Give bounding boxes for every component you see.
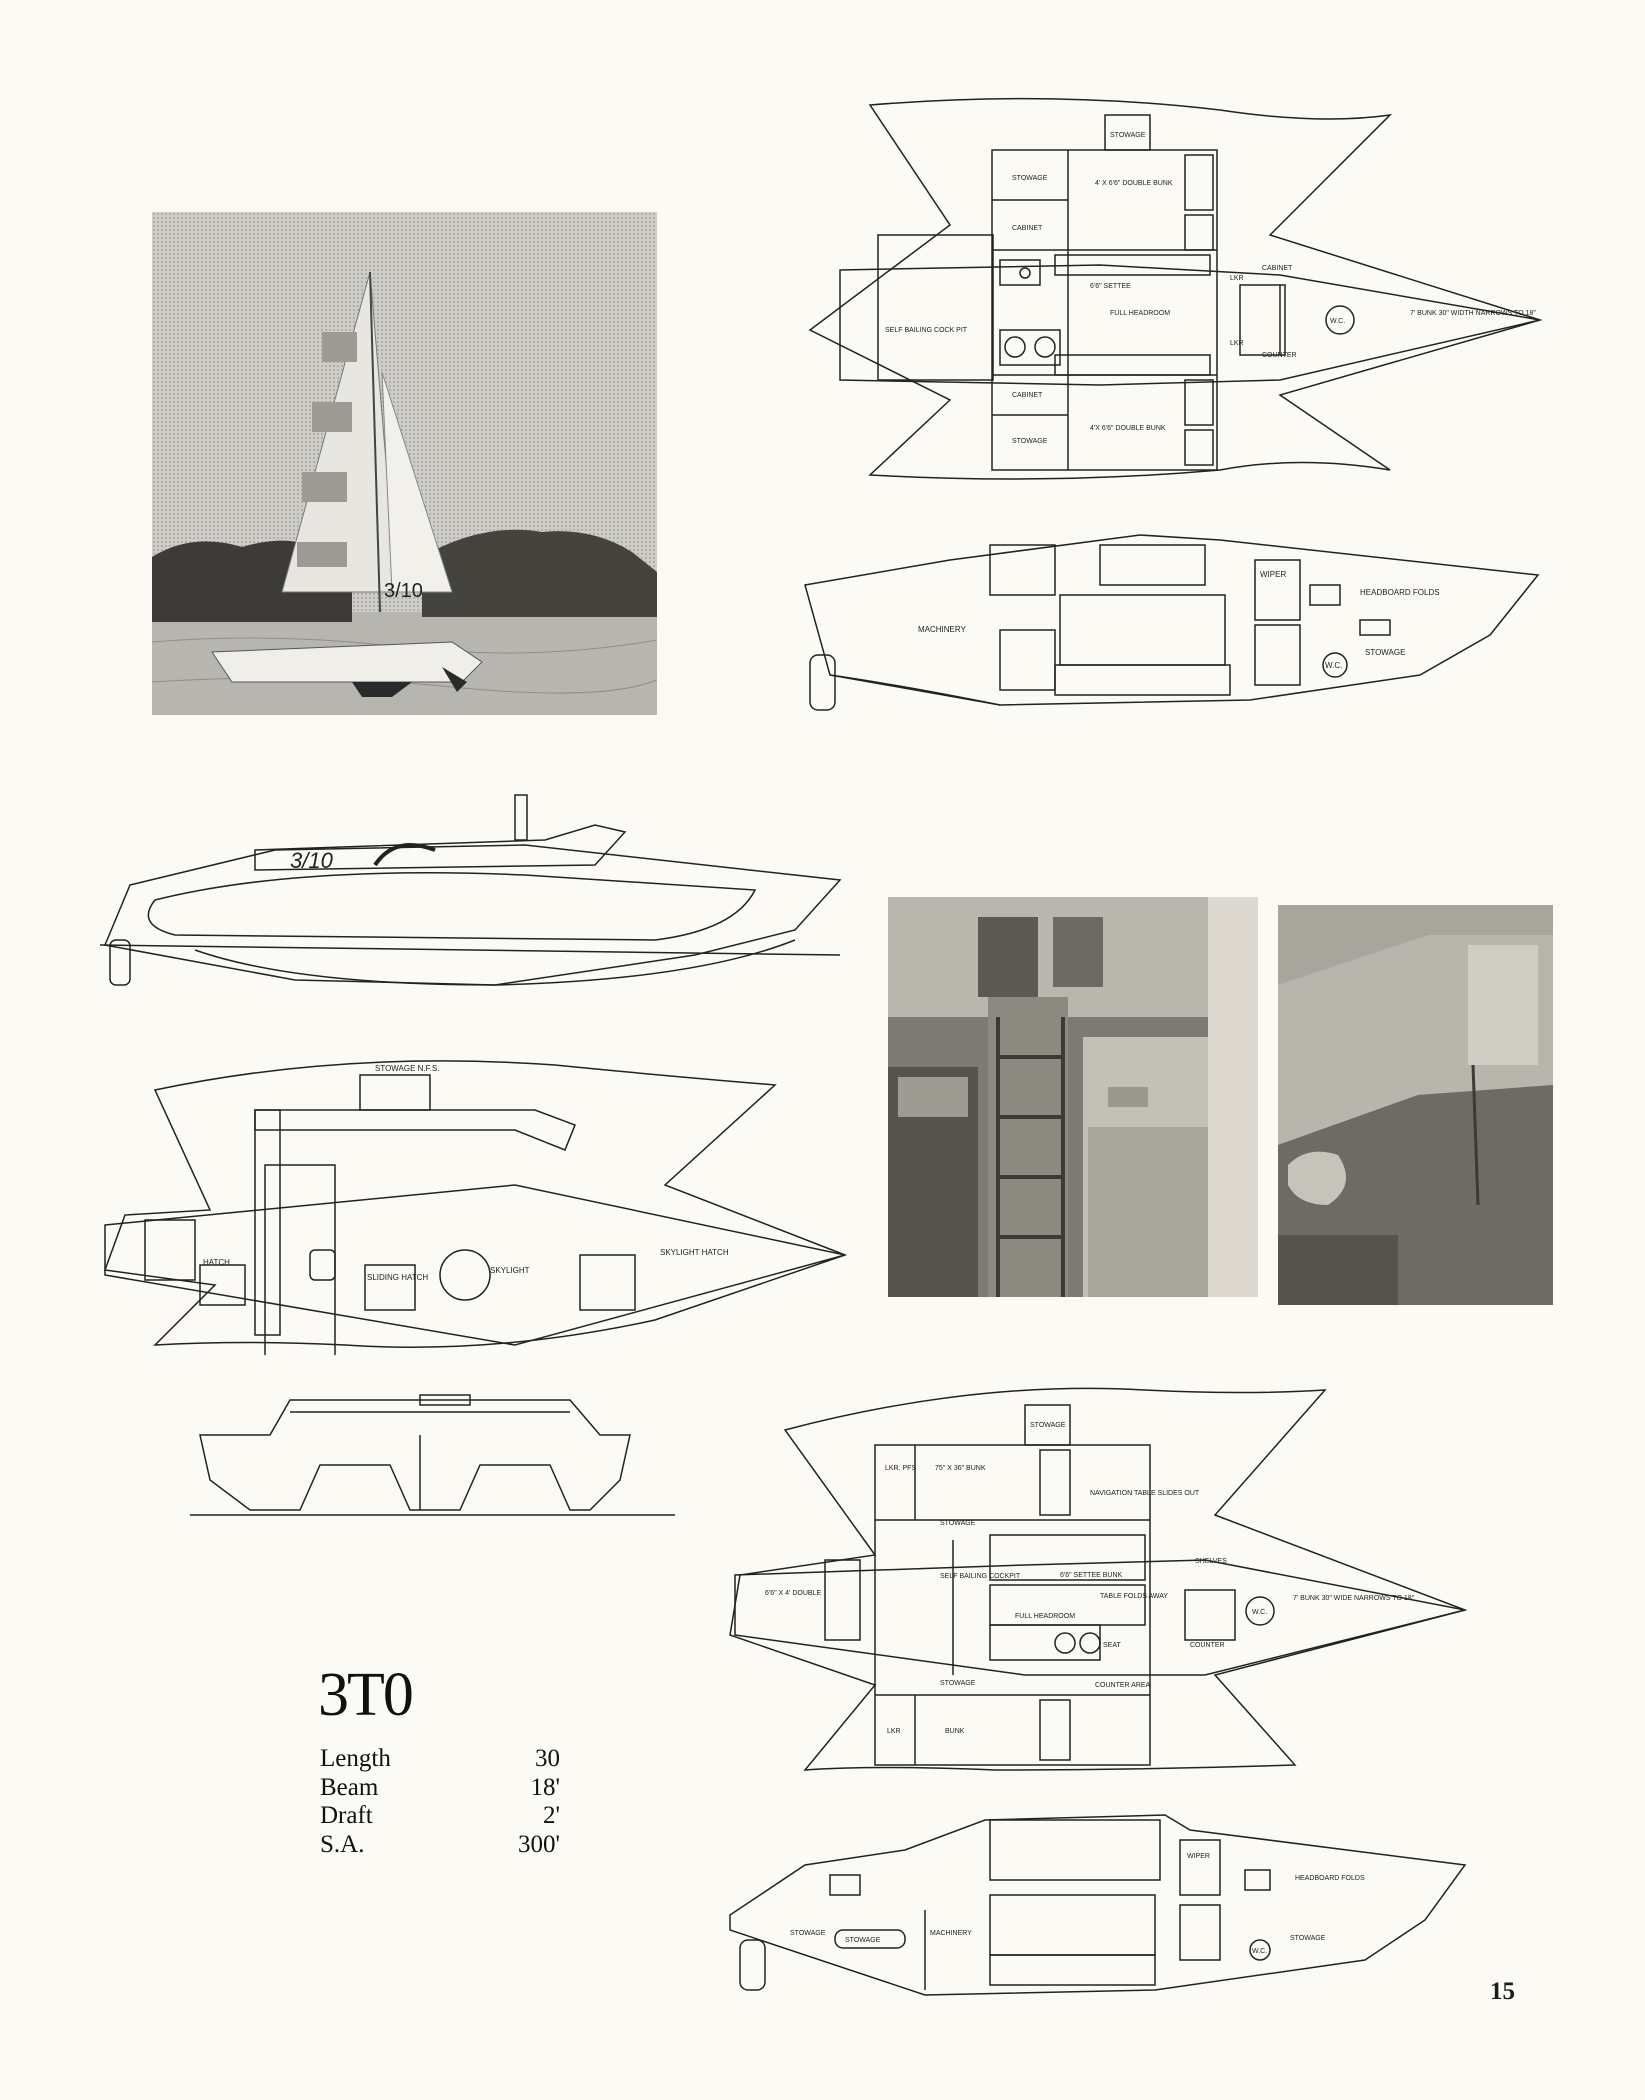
- spec-label: Length: [320, 1745, 391, 1772]
- accommodation-plan-top: STOWAGE STOWAGE 4' X 6'6" DOUBLE BUNK CA…: [808, 97, 1543, 480]
- page-number: 15: [1490, 1978, 1515, 2005]
- hull-mark: 3/10: [290, 848, 334, 873]
- deck-label-skylight-hatch: SKYLIGHT HATCH: [660, 1248, 729, 1257]
- plan-label-wc: W.C.: [1330, 318, 1345, 325]
- plan-label-settee: 6'6" SETTEE: [1090, 283, 1131, 290]
- inboard-profile-top: MACHINERY WIPER HEADBOARD FOLDS STOWAGE …: [804, 534, 1540, 711]
- plan-label-cabinet-bow: CABINET: [1262, 265, 1293, 272]
- model-logo: 3T0: [318, 1661, 414, 1729]
- spec-value: 30: [535, 1745, 560, 1772]
- plan-label-double-bunk-port: 4'X 6'6" DOUBLE BUNK: [1090, 425, 1166, 432]
- spec-value: 2': [542, 1802, 560, 1829]
- plan-label-self-bailing-cockpit: SELF BAILING COCK PIT: [885, 327, 968, 334]
- deck-plan: STOWAGE N.F.S. HATCH SLIDING HATCH SKYLI…: [103, 1060, 848, 1355]
- plan2-label-self-bailing-cockpit: SELF BAILING COCKPIT: [940, 1573, 1021, 1580]
- spec-label: Beam: [320, 1773, 379, 1801]
- spec-value: 300': [517, 1830, 560, 1858]
- deck-label-sliding-hatch: SLIDING HATCH: [367, 1273, 428, 1282]
- plan-label-lkr-upper: LKR: [1230, 275, 1244, 282]
- specifications-table: Length 30 Beam 18' Draft 2' S.A. 300': [320, 1745, 560, 1859]
- plan2-label-lkr-pfs: LKR. PFS: [885, 1465, 916, 1472]
- profile2-label-wc: W.C.: [1252, 1948, 1267, 1955]
- spec-row-beam: Beam 18': [320, 1774, 560, 1803]
- plan2-label-stowage-top: STOWAGE: [1030, 1422, 1066, 1429]
- plan2-label-bow-bunk: 7' BUNK 30" WIDE NARROWS TO 18": [1293, 1595, 1415, 1602]
- plan2-label-wc: W.C.: [1252, 1609, 1267, 1616]
- plan2-label-shelves: SHELVES: [1195, 1558, 1227, 1565]
- plan2-label-counter-area: COUNTER AREA: [1095, 1682, 1151, 1689]
- profile-label-stowage: STOWAGE: [1365, 648, 1405, 657]
- profile2-label-wiper: WIPER: [1187, 1853, 1210, 1860]
- profile2-label-stowage-fwd: STOWAGE: [1290, 1935, 1326, 1942]
- plan2-label-full-headroom: FULL HEADROOM: [1015, 1613, 1075, 1620]
- plan2-label-navigation-table: NAVIGATION TABLE SLIDES OUT: [1090, 1490, 1200, 1497]
- profile-label-wiper: WIPER: [1260, 570, 1286, 579]
- profile2-label-headboard-folds: HEADBOARD FOLDS: [1295, 1875, 1365, 1882]
- deck-label-hatch: HATCH: [203, 1258, 230, 1267]
- profile-label-wc: W.C.: [1325, 661, 1342, 670]
- plan2-label-table-folds: TABLE FOLDS AWAY: [1100, 1593, 1168, 1600]
- plan-label-stowage-port: STOWAGE: [1012, 438, 1048, 445]
- interior-photo-settee: [1278, 905, 1553, 1305]
- midship-section: [190, 1394, 675, 1516]
- spec-value: 18': [530, 1773, 560, 1801]
- plan2-label-lkr: LKR: [887, 1728, 901, 1735]
- spec-row-length: Length 30: [320, 1745, 560, 1774]
- plan2-label-stowage-low: STOWAGE: [940, 1680, 976, 1687]
- profile-label-headboard-folds: HEADBOARD FOLDS: [1360, 588, 1440, 597]
- profile-label-machinery: MACHINERY: [918, 625, 967, 634]
- plan-label-cabinet-port: CABINET: [1012, 392, 1043, 399]
- plan-label-stowage-stbd: STOWAGE: [1012, 175, 1048, 182]
- plan-label-double-bunk-stbd: 4' X 6'6" DOUBLE BUNK: [1095, 180, 1173, 187]
- outboard-profile: 3/10: [99, 794, 842, 986]
- plan2-label-bunk-lower: BUNK: [945, 1728, 965, 1735]
- plan-label-bow-bunk: 7' BUNK 30" WIDTH NARROWS TO 18": [1410, 310, 1536, 317]
- spec-label: Draft: [320, 1802, 373, 1829]
- plan-label-lkr-lower: LKR: [1230, 340, 1244, 347]
- plan2-label-seat: SEAT: [1103, 1642, 1121, 1649]
- spec-row-draft: Draft 2': [320, 1802, 560, 1831]
- sailing-trimaran-photo: 3/10: [152, 212, 657, 715]
- plan2-label-stowage-mid: STOWAGE: [940, 1520, 976, 1527]
- plan2-label-aft-double: 6'6" X 4' DOUBLE: [765, 1590, 821, 1597]
- sail-number: 3/10: [384, 580, 423, 602]
- plan-label-stowage-fwd: STOWAGE: [1110, 132, 1146, 139]
- profile2-label-stowage-aft: STOWAGE: [790, 1930, 826, 1937]
- spec-label: S.A.: [320, 1830, 365, 1858]
- plan-label-cabinet-stbd: CABINET: [1012, 225, 1043, 232]
- plan2-label-settee-bunk: 6'6" SETTEE BUNK: [1060, 1572, 1123, 1579]
- plan-label-full-headroom: FULL HEADROOM: [1110, 310, 1170, 317]
- plan2-label-counter: COUNTER: [1190, 1642, 1225, 1649]
- plan2-label-bunk-upper: 75" X 36" BUNK: [935, 1465, 986, 1472]
- spec-row-sail-area: S.A. 300': [320, 1831, 560, 1860]
- inboard-profile-bottom: STOWAGE STOWAGE MACHINERY WIPER HEADBOAR…: [729, 1814, 1467, 1996]
- interior-photo-galley: [888, 897, 1258, 1297]
- profile2-label-machinery: MACHINERY: [930, 1930, 972, 1937]
- accommodation-plan-bottom: LKR. PFS 75" X 36" BUNK STOWAGE NAVIGATI…: [729, 1387, 1468, 1771]
- profile2-label-stowage-mid: STOWAGE: [845, 1937, 881, 1944]
- deck-label-stowage-nfs: STOWAGE N.F.S.: [375, 1064, 439, 1073]
- deck-label-skylight: SKYLIGHT: [490, 1266, 530, 1275]
- plan-label-counter: COUNTER: [1262, 352, 1297, 359]
